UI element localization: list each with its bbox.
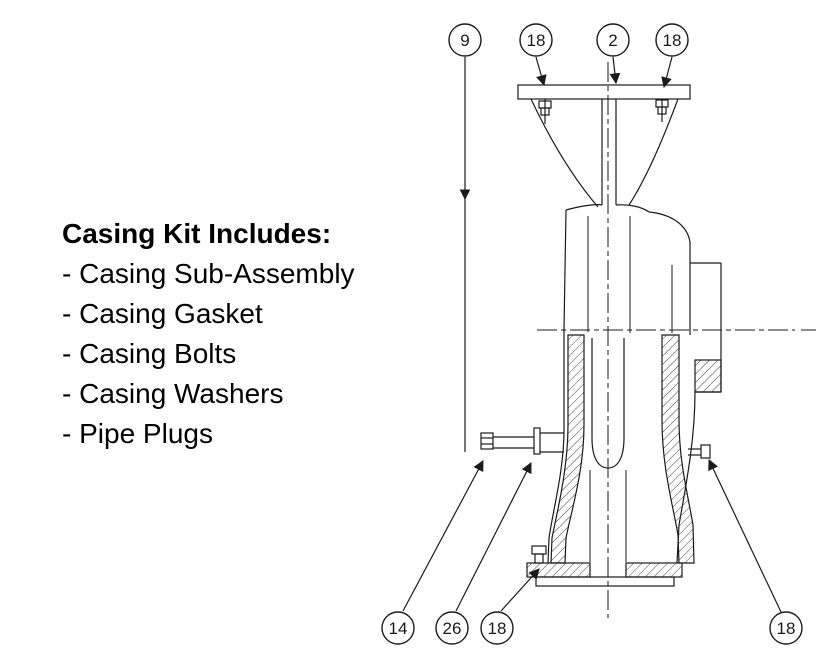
bottom-left-bolt xyxy=(531,545,547,564)
left-wall-section xyxy=(550,334,585,564)
balloon-14-label: 14 xyxy=(389,619,408,638)
bottom-flange xyxy=(526,562,683,587)
balloon-9-label: 9 xyxy=(460,31,469,50)
leader-arrow-18-top-left xyxy=(535,56,547,87)
casing-top-left xyxy=(565,204,603,211)
leader-arrow-18-bottom-left xyxy=(500,568,540,612)
kit-item-pipe-plugs: - Pipe Plugs xyxy=(62,418,213,449)
casing-left-outline xyxy=(547,209,567,564)
kit-item-bolts: - Casing Bolts xyxy=(62,338,237,369)
right-wall-section xyxy=(661,334,695,564)
plug-washer xyxy=(533,427,541,455)
leader-arrow-26 xyxy=(455,462,532,612)
leader-arrow-14 xyxy=(402,460,484,612)
right-boss xyxy=(694,359,722,393)
funnel-left-curve xyxy=(530,98,599,208)
casing-right-shoulder xyxy=(648,211,691,263)
funnel-right-curve xyxy=(628,98,679,206)
casing-top-right xyxy=(615,204,650,213)
callout-balloons: 9 18 2 18 14 26 xyxy=(381,23,803,645)
leader-arrow-18-bottom-right xyxy=(708,459,782,613)
casing-section-drawing xyxy=(480,84,722,587)
balloon-18-top-right-label: 18 xyxy=(663,31,682,50)
balloon-26: 26 xyxy=(435,611,469,645)
kit-item-sub-assembly: - Casing Sub-Assembly xyxy=(62,258,355,289)
balloon-9: 9 xyxy=(448,23,482,57)
balloon-18-bottom-left: 18 xyxy=(480,611,514,645)
balloon-18-top-left-label: 18 xyxy=(527,31,546,50)
kit-item-washers: - Casing Washers xyxy=(62,378,284,409)
top-flange xyxy=(517,84,691,100)
centerlines xyxy=(537,62,816,618)
top-right-bolt xyxy=(655,99,669,122)
pipe-plug-assembly xyxy=(480,427,564,455)
right-side-plug xyxy=(688,444,711,459)
top-left-bolt xyxy=(538,99,552,124)
leader-arrow-18-top-right xyxy=(661,56,673,89)
leader-arrow-2 xyxy=(609,56,621,85)
leader-lines xyxy=(402,56,782,613)
plug-hex-head xyxy=(480,432,494,450)
balloon-26-label: 26 xyxy=(443,619,462,638)
balloon-2: 2 xyxy=(596,23,630,57)
balloon-18-bottom-right: 18 xyxy=(769,611,803,645)
balloon-18-bottom-left-label: 18 xyxy=(488,619,507,638)
center-bore xyxy=(591,338,625,469)
balloon-18-top-left: 18 xyxy=(519,23,553,57)
kit-item-gasket: - Casing Gasket xyxy=(62,298,263,329)
casing-kit-title: Casing Kit Includes: xyxy=(62,218,332,249)
balloon-2-label: 2 xyxy=(608,31,617,50)
balloon-18-top-right: 18 xyxy=(655,23,689,57)
balloon-18-bottom-right-label: 18 xyxy=(777,619,796,638)
balloon-14: 14 xyxy=(381,611,415,645)
casing-kit-note: Casing Kit Includes: - Casing Sub-Assemb… xyxy=(62,214,355,454)
